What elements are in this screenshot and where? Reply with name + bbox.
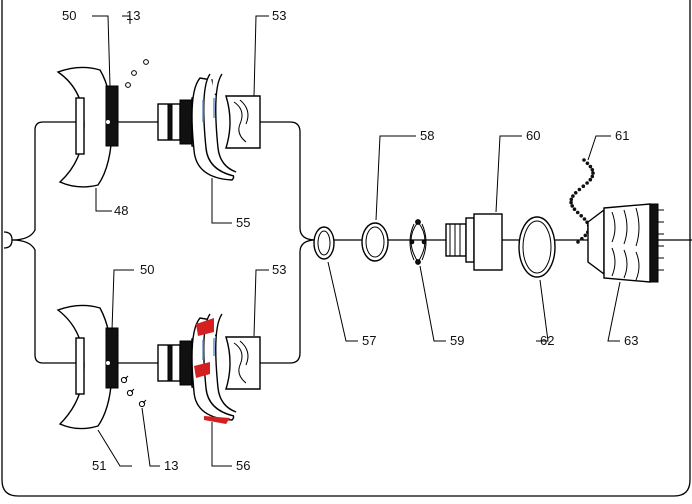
ball-61 xyxy=(582,158,586,162)
ball-61 xyxy=(590,174,595,179)
ball-61 xyxy=(582,217,587,221)
ball-61 xyxy=(579,214,583,218)
label-56: 56 xyxy=(236,458,250,473)
label-60: 60 xyxy=(526,128,540,143)
ball-61 xyxy=(588,177,593,182)
o-rings-13-top xyxy=(125,59,149,88)
ball-61 xyxy=(573,191,578,195)
ball-61 xyxy=(569,197,574,202)
label-53-top: 53 xyxy=(272,8,286,23)
label-51: 51 xyxy=(92,458,106,473)
ball-61 xyxy=(585,181,589,185)
ball-61 xyxy=(577,187,582,192)
tape-56 xyxy=(191,313,237,424)
label-58: 58 xyxy=(420,128,434,143)
ball-61 xyxy=(581,184,586,188)
ball-61 xyxy=(571,194,575,198)
leader-lines xyxy=(92,15,621,467)
ball-61 xyxy=(570,204,574,208)
adapter-60 xyxy=(445,213,503,271)
ring-58 xyxy=(361,222,389,262)
label-62: 62 xyxy=(540,333,554,348)
ball-61 xyxy=(588,164,593,169)
label-48: 48 xyxy=(114,203,128,218)
clamp-51 xyxy=(56,304,113,430)
ball-61 xyxy=(580,236,584,241)
label-50-bottom: 50 xyxy=(140,262,154,277)
label-55: 55 xyxy=(236,215,250,230)
ball-61 xyxy=(591,171,595,175)
balls-61 xyxy=(569,158,595,244)
label-13-top: 13 xyxy=(126,8,140,23)
ball-61 xyxy=(585,161,590,166)
ball-61 xyxy=(583,233,588,238)
ring-57 xyxy=(313,226,335,260)
label-50-top: 50 xyxy=(62,8,76,23)
ball-61 xyxy=(575,210,580,215)
spring-59 xyxy=(409,219,427,265)
ring-62 xyxy=(518,216,556,278)
ball-61 xyxy=(576,240,580,244)
label-13-bottom: 13 xyxy=(164,458,178,473)
o-rings-13-bottom xyxy=(120,375,147,408)
nut-53-bottom xyxy=(225,336,261,390)
label-59: 59 xyxy=(450,333,464,348)
label-61: 61 xyxy=(615,128,629,143)
ball-61 xyxy=(572,207,577,211)
cap-63 xyxy=(587,203,664,283)
ball-61 xyxy=(590,168,595,172)
label-63: 63 xyxy=(624,333,638,348)
label-53-bottom: 53 xyxy=(272,262,286,277)
nut-53-top xyxy=(225,95,261,149)
ring-50-bottom xyxy=(105,327,119,389)
clamp-48 xyxy=(56,66,113,188)
ring-50-top xyxy=(105,85,119,147)
label-57: 57 xyxy=(362,333,376,348)
ball-61 xyxy=(569,200,573,205)
